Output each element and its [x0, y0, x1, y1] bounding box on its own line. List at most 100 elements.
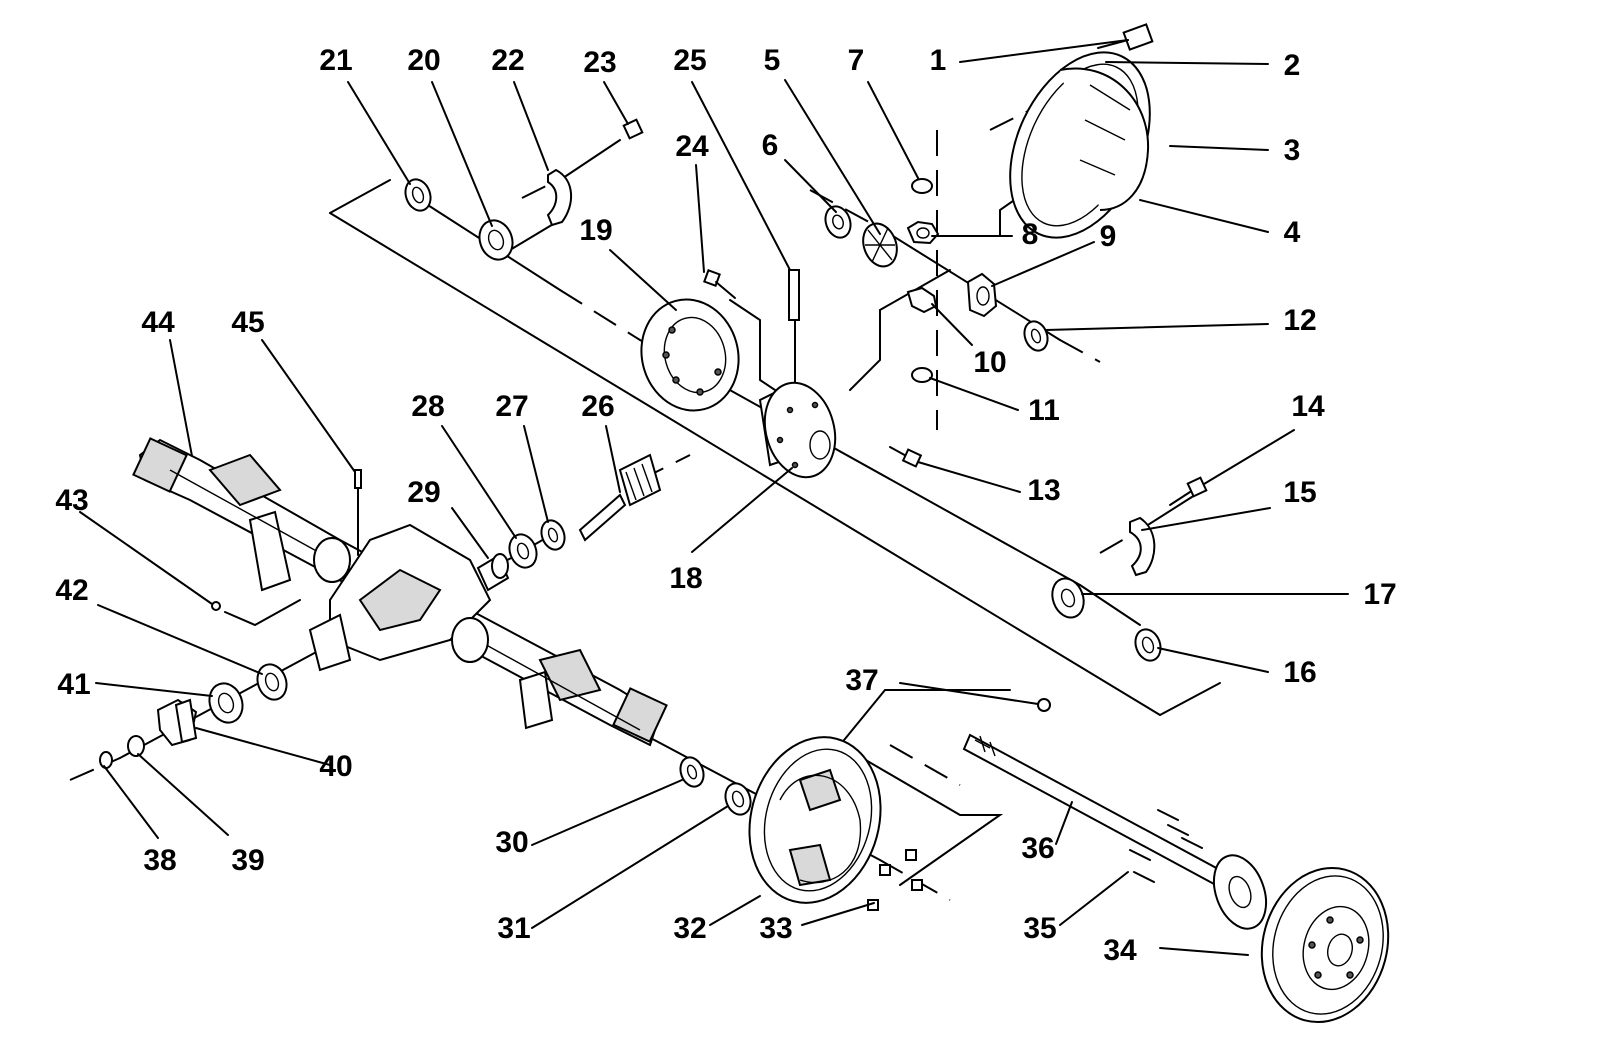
part-9-side-gear	[966, 272, 998, 318]
leader-30	[531, 779, 683, 846]
part-30-seal	[679, 756, 705, 788]
part-38-nut	[99, 751, 113, 769]
leader-13	[917, 461, 1021, 493]
axis-line-bolt-14	[1139, 494, 1196, 531]
part-10-pinion-gear	[906, 286, 938, 314]
part-42-seal	[256, 663, 288, 701]
axis-line-bolt-23	[559, 139, 621, 181]
axis-guide-bolt-24	[729, 299, 791, 401]
leader-9	[991, 241, 1095, 287]
part-5-side-gear	[862, 222, 898, 268]
leader-40	[195, 727, 331, 766]
callout-18: 18	[669, 562, 702, 595]
callout-34: 34	[1103, 934, 1137, 967]
part-8-pinion-gear	[906, 220, 940, 245]
leader-18	[691, 467, 793, 553]
part-1-bolt	[1097, 23, 1154, 51]
callout-14: 14	[1291, 390, 1325, 423]
part-32-brake-backing-plate	[748, 736, 882, 904]
callout-26: 26	[581, 390, 614, 423]
callout-39: 39	[231, 844, 264, 877]
part-43-vent	[211, 601, 221, 611]
leader-35	[1059, 871, 1129, 926]
leader-31	[531, 805, 729, 929]
axis-dash-diff-1	[559, 289, 641, 341]
parts	[99, 23, 1390, 1024]
part-36-axle-shaft	[962, 733, 1268, 930]
axis-line-main	[329, 212, 1161, 716]
part-3-4-differential-cover	[1009, 51, 1151, 239]
leader-36	[1055, 801, 1073, 845]
callout-19: 19	[579, 214, 612, 247]
part-27-bearing	[540, 519, 566, 551]
leader-45	[261, 339, 356, 473]
callout-2: 2	[1284, 49, 1301, 82]
axis-line-diff-3	[1079, 584, 1141, 626]
axis-bracket-right	[1159, 682, 1221, 716]
callout-31: 31	[497, 912, 530, 945]
callout-8: 8	[1022, 218, 1039, 251]
leader-7	[867, 81, 919, 179]
callout-42: 42	[55, 574, 88, 607]
callout-4: 4	[1284, 216, 1301, 249]
axis-link-carrier	[849, 269, 951, 391]
leader-29	[451, 507, 489, 559]
callout-23: 23	[583, 46, 616, 79]
callout-15: 15	[1283, 476, 1316, 509]
part-40-pinion-yoke	[156, 698, 198, 747]
leader-44	[169, 339, 193, 457]
axis-dash-axle-mid	[889, 744, 961, 786]
callout-13: 13	[1027, 474, 1060, 507]
callout-40: 40	[319, 750, 352, 783]
axis-bracket-axle-b	[839, 744, 1004, 886]
part-14-bolt	[1169, 476, 1208, 506]
part-29-spacer	[476, 553, 510, 592]
axis-dash-gears-b	[1059, 339, 1101, 363]
leader-1	[959, 39, 1129, 63]
part-24-bolt	[703, 269, 736, 299]
leader-20	[431, 81, 493, 227]
leader-22	[513, 81, 549, 171]
part-33-bolts	[867, 849, 923, 911]
callout-7: 7	[848, 44, 865, 77]
callout-1: 1	[930, 44, 947, 77]
leader-41	[95, 682, 213, 697]
part-21-shim	[404, 178, 432, 212]
part-25-pin	[788, 269, 800, 321]
part-41-deflector	[208, 682, 244, 724]
callout-20: 20	[407, 44, 440, 77]
leader-11	[929, 377, 1019, 411]
leader-37	[899, 682, 1039, 705]
part-26-drive-pinion	[578, 453, 662, 542]
leader-26	[605, 425, 621, 493]
callout-labels: 1 2 3 4 5 6 7 8 9 10 11 12 13 14 15 16 1…	[55, 44, 1396, 967]
part-22-bearing-cap	[546, 168, 573, 227]
callout-29: 29	[407, 476, 440, 509]
callout-5: 5	[764, 44, 781, 77]
callout-16: 16	[1283, 656, 1316, 689]
callout-9: 9	[1100, 220, 1117, 253]
callout-30: 30	[495, 826, 528, 859]
axis-bracket-left	[329, 179, 391, 214]
callout-21: 21	[319, 44, 352, 77]
callout-17: 17	[1363, 578, 1396, 611]
axis-dash-bracket-22	[521, 179, 559, 199]
axis-line-vent-43	[224, 599, 301, 627]
callout-35: 35	[1023, 912, 1056, 945]
part-13-bolt	[889, 446, 923, 468]
callout-37: 37	[845, 664, 878, 697]
callout-27: 27	[495, 390, 528, 423]
leader-38	[103, 765, 159, 839]
leader-lines	[79, 39, 1349, 956]
leader-25	[691, 81, 791, 271]
part-45-stud-head	[354, 469, 362, 489]
leader-15	[1141, 507, 1271, 531]
callout-36: 36	[1021, 832, 1054, 865]
part-16-shim	[1134, 628, 1162, 662]
leader-16	[1157, 647, 1269, 673]
leader-19	[609, 249, 677, 311]
leader-23	[603, 81, 629, 125]
part-39-washer	[127, 735, 145, 757]
leader-21	[347, 81, 411, 185]
